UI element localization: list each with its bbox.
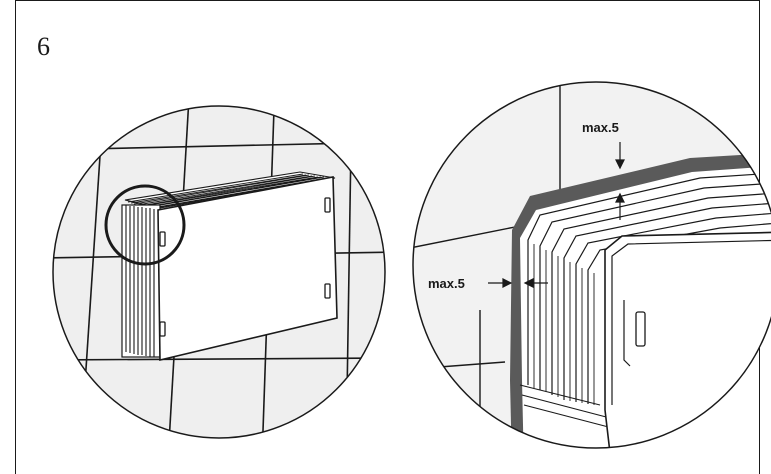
top-gap-label: max.5 xyxy=(582,120,619,135)
measurement-arrows xyxy=(488,142,625,288)
step-number: 6 xyxy=(37,32,50,61)
mounting-slot-icon xyxy=(635,311,646,347)
radiator-overview xyxy=(104,171,338,362)
detail-magnifier-icon xyxy=(104,184,186,266)
overview-circle xyxy=(52,105,386,439)
side-gap-label: max.5 xyxy=(428,276,465,291)
detail-circle: max.5 max.5 xyxy=(412,81,771,449)
